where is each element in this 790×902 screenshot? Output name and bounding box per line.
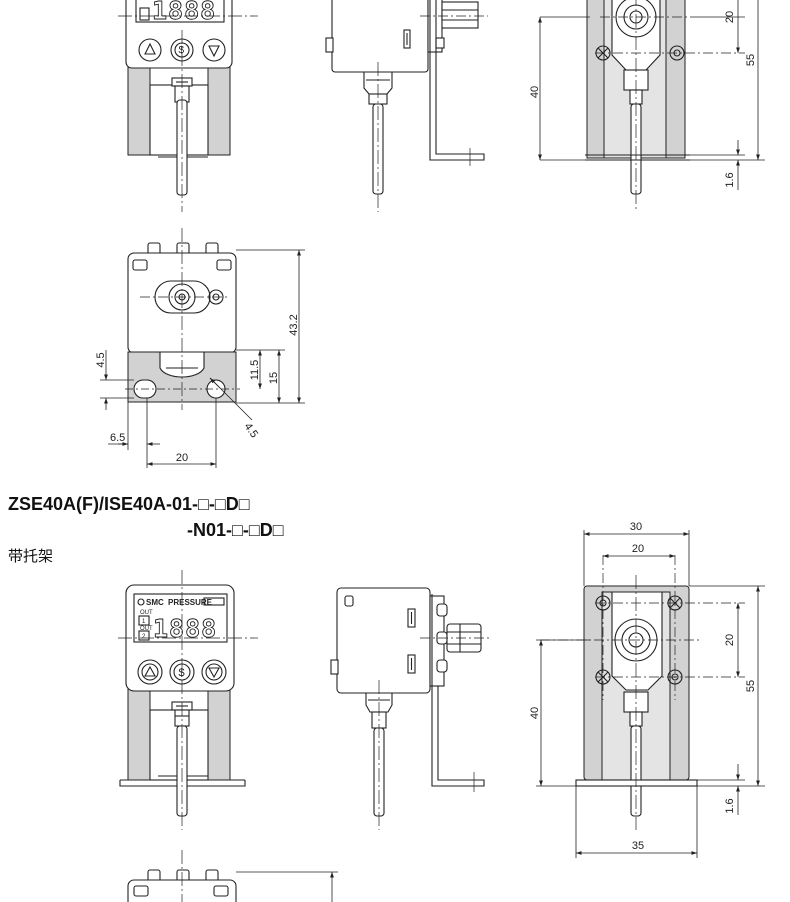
bottom-dim-4-5-diag: 4.5	[242, 421, 261, 440]
bracket-caption: 带托架	[8, 547, 54, 565]
display-digits: 1888	[153, 614, 217, 643]
top-dim-20: 20	[724, 11, 736, 23]
top-dim-40: 40	[529, 86, 541, 98]
lower-dim-55: 55	[745, 680, 757, 692]
lower-dim-40: 40	[529, 707, 541, 719]
lower-rear-view: 30 20 20 55 1.6 40 35	[529, 521, 765, 858]
mode-label: PRESSURE	[168, 598, 213, 607]
top-dim-1-6: 1.6	[724, 172, 736, 187]
lower-dim-1-6: 1.6	[724, 798, 736, 813]
out2-num: 2	[142, 634, 146, 640]
bottom-dim-43-2: 43.2	[288, 314, 300, 335]
bottom-dim-6-5: 6.5	[110, 432, 125, 444]
model-title-line-2: -N01-□-□D□	[187, 520, 284, 540]
bottom-dim-11-5: 11.5	[249, 360, 261, 381]
svg-text:$: $	[179, 45, 185, 56]
lower-front-view: SMC PRESSURE OUT 1 OUT 2 1888 $	[118, 570, 258, 830]
lower-dim-30: 30	[630, 521, 642, 533]
top-rear-view: 40 20 55 1.6	[529, 0, 765, 212]
lower-dim-20-side: 20	[724, 634, 736, 646]
model-title-line-1: ZSE40A(F)/ISE40A-01-□-□D□	[8, 494, 250, 514]
top-dim-55: 55	[745, 54, 757, 66]
bottom-dim-4-5-left: 4.5	[95, 352, 107, 367]
top-bottom-view: 43.2 11.5 15 4.5 4.5 6.5 20	[95, 228, 305, 468]
top-display-digits: 1888	[152, 0, 216, 25]
top-side-view	[325, 0, 488, 212]
out1-num: 1	[142, 619, 146, 625]
top-up-button-icon	[138, 38, 162, 62]
out1-label: OUT	[140, 610, 153, 616]
top-down-button-icon	[202, 38, 226, 62]
top-front-view: 1888 $	[118, 0, 258, 212]
brand-label: SMC	[146, 598, 164, 607]
lower-bottom-view	[127, 850, 338, 902]
bottom-dim-20: 20	[176, 452, 188, 464]
down-button-icon	[201, 659, 227, 685]
lower-side-view	[330, 587, 492, 830]
up-button-icon	[137, 659, 163, 685]
lower-dim-20-top: 20	[632, 543, 644, 555]
lower-dim-35: 35	[632, 840, 644, 852]
out2-label: OUT	[140, 626, 153, 632]
bottom-dim-15: 15	[268, 372, 280, 384]
svg-text:$: $	[179, 667, 185, 679]
